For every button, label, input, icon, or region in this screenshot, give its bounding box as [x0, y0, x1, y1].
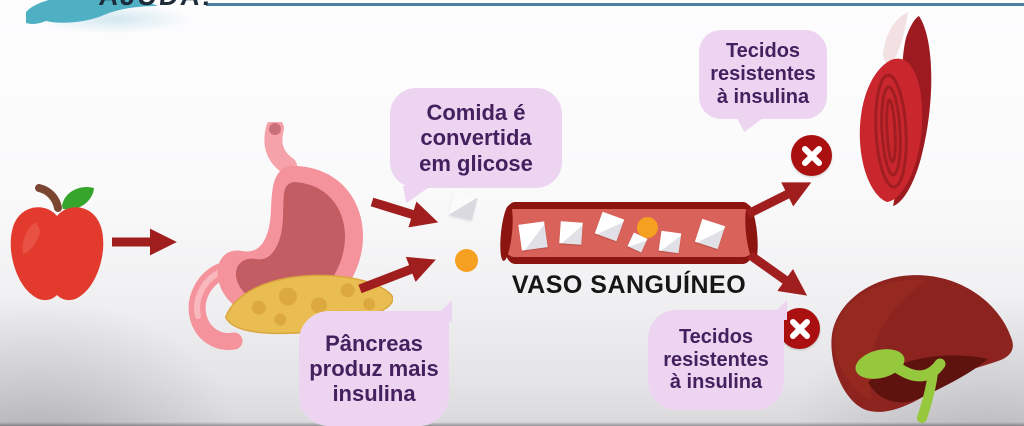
logo-text: AJUDA!	[97, 0, 214, 12]
vessel-label: VASO SANGUÍNEO	[511, 271, 747, 299]
insulin-dot-icon	[455, 249, 478, 272]
muscle-icon	[859, 12, 932, 206]
bubble-line: Tecidos	[678, 325, 754, 348]
bubble-line: produz mais	[309, 355, 439, 381]
bubble-line: em glicose	[419, 150, 533, 176]
blood-vessel	[505, 202, 753, 264]
bubble-liver-resistant: Tecidos resistentes à insulina	[648, 310, 784, 410]
bottom-edge-shadow	[0, 422, 1024, 426]
bubble-line: Tecidos	[725, 40, 801, 63]
sugar-cube-icon	[559, 221, 583, 245]
bubble-line: resistentes	[663, 348, 769, 371]
glucose-cube-icon	[448, 191, 478, 221]
header-rule-line	[206, 3, 1024, 6]
sugar-cube-icon	[658, 230, 682, 254]
x-icon	[801, 145, 822, 166]
insulin-dot-icon	[637, 217, 658, 238]
liver-icon	[831, 275, 1013, 423]
bubble-line: à insulina	[716, 85, 810, 108]
bubble-pancreas-insulin: Pâncreas produz mais insulina	[299, 311, 449, 426]
gallbladder-icon	[855, 349, 946, 423]
bubble-food-to-glucose: Comida é convertida em glicose	[390, 88, 562, 188]
bubble-line: insulina	[332, 381, 416, 407]
bird-swoosh-icon	[26, 0, 158, 24]
sugar-cube-icon	[594, 211, 625, 242]
bubble-line: à insulina	[669, 371, 763, 394]
x-mark-muscle	[791, 135, 832, 176]
sugar-cube-icon	[518, 221, 548, 251]
arrow-vessel-to-muscle	[745, 182, 812, 219]
sugar-cube-icon	[694, 218, 726, 250]
bubble-line: Comida é	[426, 100, 526, 126]
bubble-line: Pâncreas	[325, 330, 423, 356]
bubble-muscle-resistant: Tecidos resistentes à insulina	[699, 30, 827, 119]
bubble-line: convertida	[420, 125, 532, 151]
x-icon	[789, 318, 810, 339]
bubble-line: resistentes	[710, 63, 816, 86]
apple-icon	[10, 184, 104, 301]
